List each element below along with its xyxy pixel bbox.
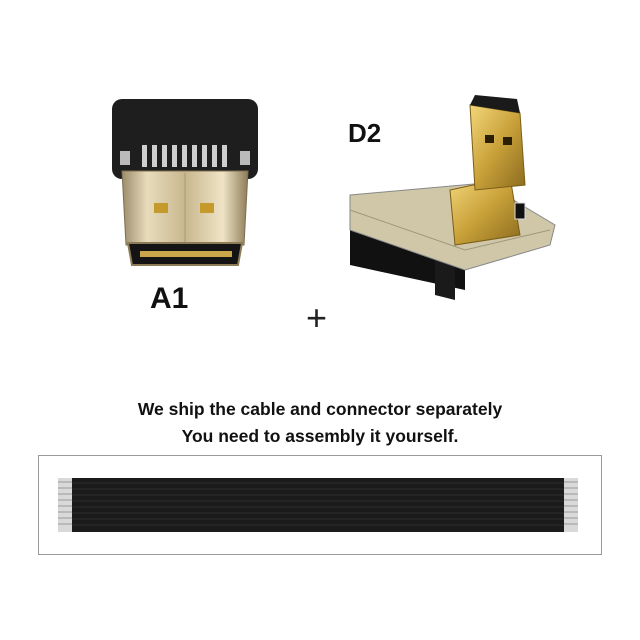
plus-sign: +	[306, 297, 328, 338]
label-d2: D2	[348, 118, 382, 148]
ffc-ribbon-cable-image	[58, 478, 578, 532]
micro-hdmi-d2-connector-image	[349, 95, 556, 300]
label-a1: A1	[150, 282, 189, 315]
caption-line-2: You need to assembly it yourself.	[181, 426, 459, 446]
caption-line-1: We ship the cable and connector separate…	[137, 399, 503, 419]
hdmi-a1-connector-image	[112, 99, 258, 266]
